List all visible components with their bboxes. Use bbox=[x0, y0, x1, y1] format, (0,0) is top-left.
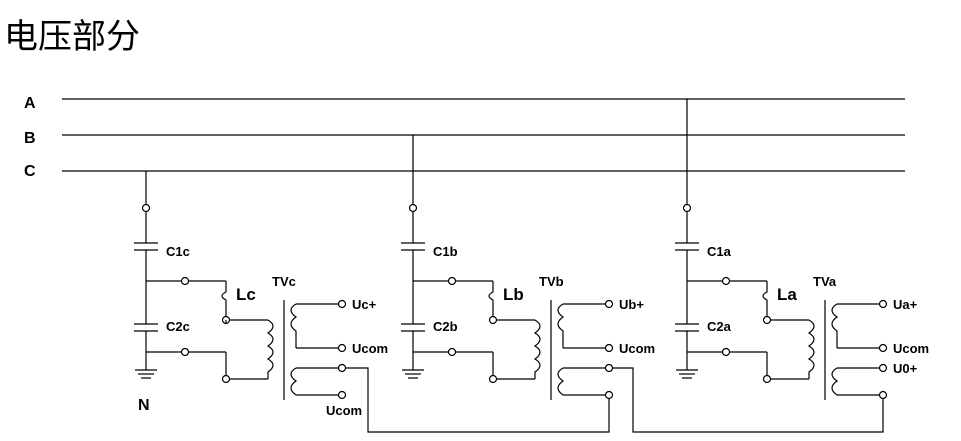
sec-bottom-label: Ucom bbox=[352, 341, 388, 356]
tv-label: TVa bbox=[813, 274, 837, 289]
open-delta-winding-icon bbox=[557, 367, 565, 396]
open-delta-label: U0+ bbox=[893, 361, 918, 376]
bus-b-label: B bbox=[24, 130, 36, 147]
terminal bbox=[141, 203, 151, 213]
tv-label: TVb bbox=[539, 274, 564, 289]
bus-a-label: A bbox=[24, 95, 36, 112]
transformer-primary-icon bbox=[266, 319, 274, 379]
sec-top-label: Ua+ bbox=[893, 297, 918, 312]
open-delta-winding-icon bbox=[831, 367, 839, 396]
transformer-primary-icon bbox=[533, 319, 541, 379]
c2-label: C2c bbox=[166, 319, 190, 334]
inductor-label: La bbox=[777, 285, 797, 304]
transformer-secondary-icon bbox=[290, 303, 298, 338]
page-title: 电压部分 bbox=[4, 17, 140, 57]
tv-label: TVc bbox=[272, 274, 296, 289]
phase-c-unit: C1c C2c Lc TVc Uc+ Ucom Ucom bbox=[134, 171, 388, 418]
inductor-label: Lb bbox=[503, 285, 524, 304]
phase-b-unit: C1b C2b Lb TVb Ub+ Ucom bbox=[401, 135, 655, 400]
c1-label: C1c bbox=[166, 244, 190, 259]
transformer-primary-icon bbox=[807, 319, 815, 379]
sec-top-label: Uc+ bbox=[352, 297, 377, 312]
reactor-coil-icon bbox=[488, 281, 494, 316]
transformer-secondary-icon bbox=[831, 303, 839, 338]
c2-label: C2a bbox=[707, 319, 732, 334]
sec-bottom-label: Ucom bbox=[893, 341, 929, 356]
c1-label: C1a bbox=[707, 244, 732, 259]
open-delta-label: Ucom bbox=[326, 403, 362, 418]
bus-lines: A B C bbox=[24, 95, 905, 180]
transformer-secondary-icon bbox=[557, 303, 565, 338]
bus-c-label: C bbox=[24, 163, 36, 180]
sec-bottom-label: Ucom bbox=[619, 341, 655, 356]
c1-label: C1b bbox=[433, 244, 458, 259]
sec-top-label: Ub+ bbox=[619, 297, 644, 312]
open-delta-winding-icon bbox=[290, 367, 298, 396]
inductor-label: Lc bbox=[236, 285, 256, 304]
reactor-coil-icon bbox=[762, 281, 768, 316]
phase-a-unit: C1a C2a La TVa Ua+ Ucom U0+ bbox=[675, 99, 929, 400]
reactor-coil-icon bbox=[221, 281, 227, 316]
c2-label: C2b bbox=[433, 319, 458, 334]
neutral-label: N bbox=[138, 397, 150, 414]
open-delta-wiring bbox=[346, 367, 884, 433]
